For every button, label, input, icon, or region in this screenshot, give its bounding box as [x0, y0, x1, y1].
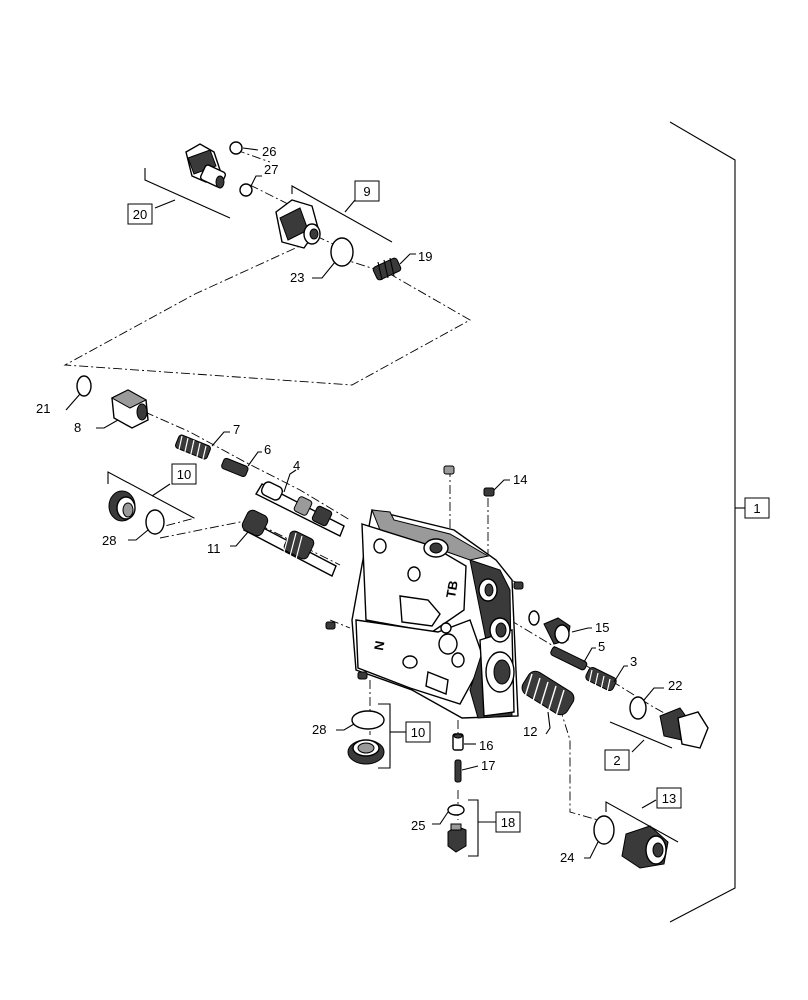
callout-28-upper: 28	[102, 533, 116, 548]
callout-20: 20	[133, 207, 147, 222]
spring-3	[585, 666, 617, 698]
callout-5: 5	[598, 639, 605, 654]
spool-4	[255, 481, 345, 537]
spring-5	[550, 646, 588, 671]
callout-16: 16	[479, 738, 493, 753]
callout-box-13	[656, 787, 682, 809]
plug-13	[621, 825, 669, 869]
screw-14	[483, 487, 495, 497]
callout-22: 22	[668, 678, 682, 693]
bracket-10-upper	[107, 471, 195, 519]
fitting-9	[275, 199, 321, 249]
centerline-spool	[144, 411, 351, 521]
spring-6	[221, 457, 249, 478]
oring-23	[330, 237, 354, 267]
bracket-18	[468, 799, 479, 857]
seat-15	[543, 617, 571, 645]
fitting-20	[185, 143, 227, 189]
bracket-2	[609, 721, 673, 749]
callout-2: 2	[613, 753, 620, 768]
callout-10-lower: 10	[411, 725, 425, 740]
callout-26: 26	[262, 144, 276, 159]
plug-2	[659, 707, 709, 749]
oring-28-lower	[351, 710, 385, 730]
callout-25: 25	[411, 818, 425, 833]
screw-bottom	[357, 671, 368, 680]
callout-1: 1	[753, 501, 760, 516]
plug-8	[110, 389, 149, 429]
callout-6: 6	[264, 442, 271, 457]
centerline-vertical-top	[449, 468, 489, 560]
port-marking-n: N	[371, 640, 387, 652]
screw-top	[443, 465, 455, 475]
callout-3: 3	[630, 654, 637, 669]
bracket-10-lower	[378, 703, 391, 769]
oring-22	[629, 696, 647, 720]
centerline-upper	[63, 149, 471, 386]
screw-right	[513, 581, 524, 590]
callout-17: 17	[481, 758, 495, 773]
spool-11	[241, 509, 337, 577]
bracket-13	[605, 801, 679, 843]
callout-10-upper: 10	[177, 467, 191, 482]
callout-13: 13	[662, 791, 676, 806]
port-marking-tb: TB	[443, 579, 461, 599]
oring-24	[593, 815, 615, 845]
callout-box-2	[604, 749, 630, 771]
callout-box-10-upper	[171, 463, 197, 485]
plug-10-lower	[347, 739, 385, 765]
callout-box-10-lower	[405, 721, 431, 743]
bracket-9	[291, 185, 393, 243]
callout-box-1	[744, 497, 770, 519]
spring-17	[454, 759, 462, 783]
callout-9: 9	[363, 184, 370, 199]
plug-10-upper	[108, 490, 136, 522]
callout-21: 21	[36, 401, 50, 416]
callout-8: 8	[74, 420, 81, 435]
spring-7	[175, 434, 211, 464]
ring-15-small	[528, 610, 540, 626]
screw-left	[325, 621, 336, 630]
plug-18	[447, 823, 467, 853]
callout-27: 27	[264, 162, 278, 177]
callout-14: 14	[513, 472, 527, 487]
callout-11: 11	[207, 541, 221, 556]
callout-7: 7	[233, 422, 240, 437]
assembly-bracket	[669, 121, 736, 923]
ring-25	[447, 804, 465, 816]
callout-18: 18	[501, 815, 515, 830]
callout-23: 23	[290, 270, 304, 285]
callout-12: 12	[523, 724, 537, 739]
callout-box-20	[127, 203, 153, 225]
callout-24: 24	[560, 850, 574, 865]
spring-12	[521, 670, 575, 717]
oring-28-upper	[145, 509, 165, 535]
centerline-spring12	[559, 707, 599, 821]
spring-19	[372, 257, 402, 281]
callout-box-9	[354, 180, 380, 202]
oring-26	[229, 141, 243, 155]
bracket-20	[144, 168, 231, 219]
callout-4: 4	[293, 458, 300, 473]
pin-16	[452, 733, 464, 751]
callout-15: 15	[595, 620, 609, 635]
callout-28-lower: 28	[312, 722, 326, 737]
oring-21	[76, 375, 92, 397]
callout-19: 19	[418, 249, 432, 264]
oring-27	[239, 183, 253, 197]
valve-body: TB N	[351, 509, 519, 719]
callout-box-18	[495, 811, 521, 833]
centerline-right	[509, 619, 681, 723]
